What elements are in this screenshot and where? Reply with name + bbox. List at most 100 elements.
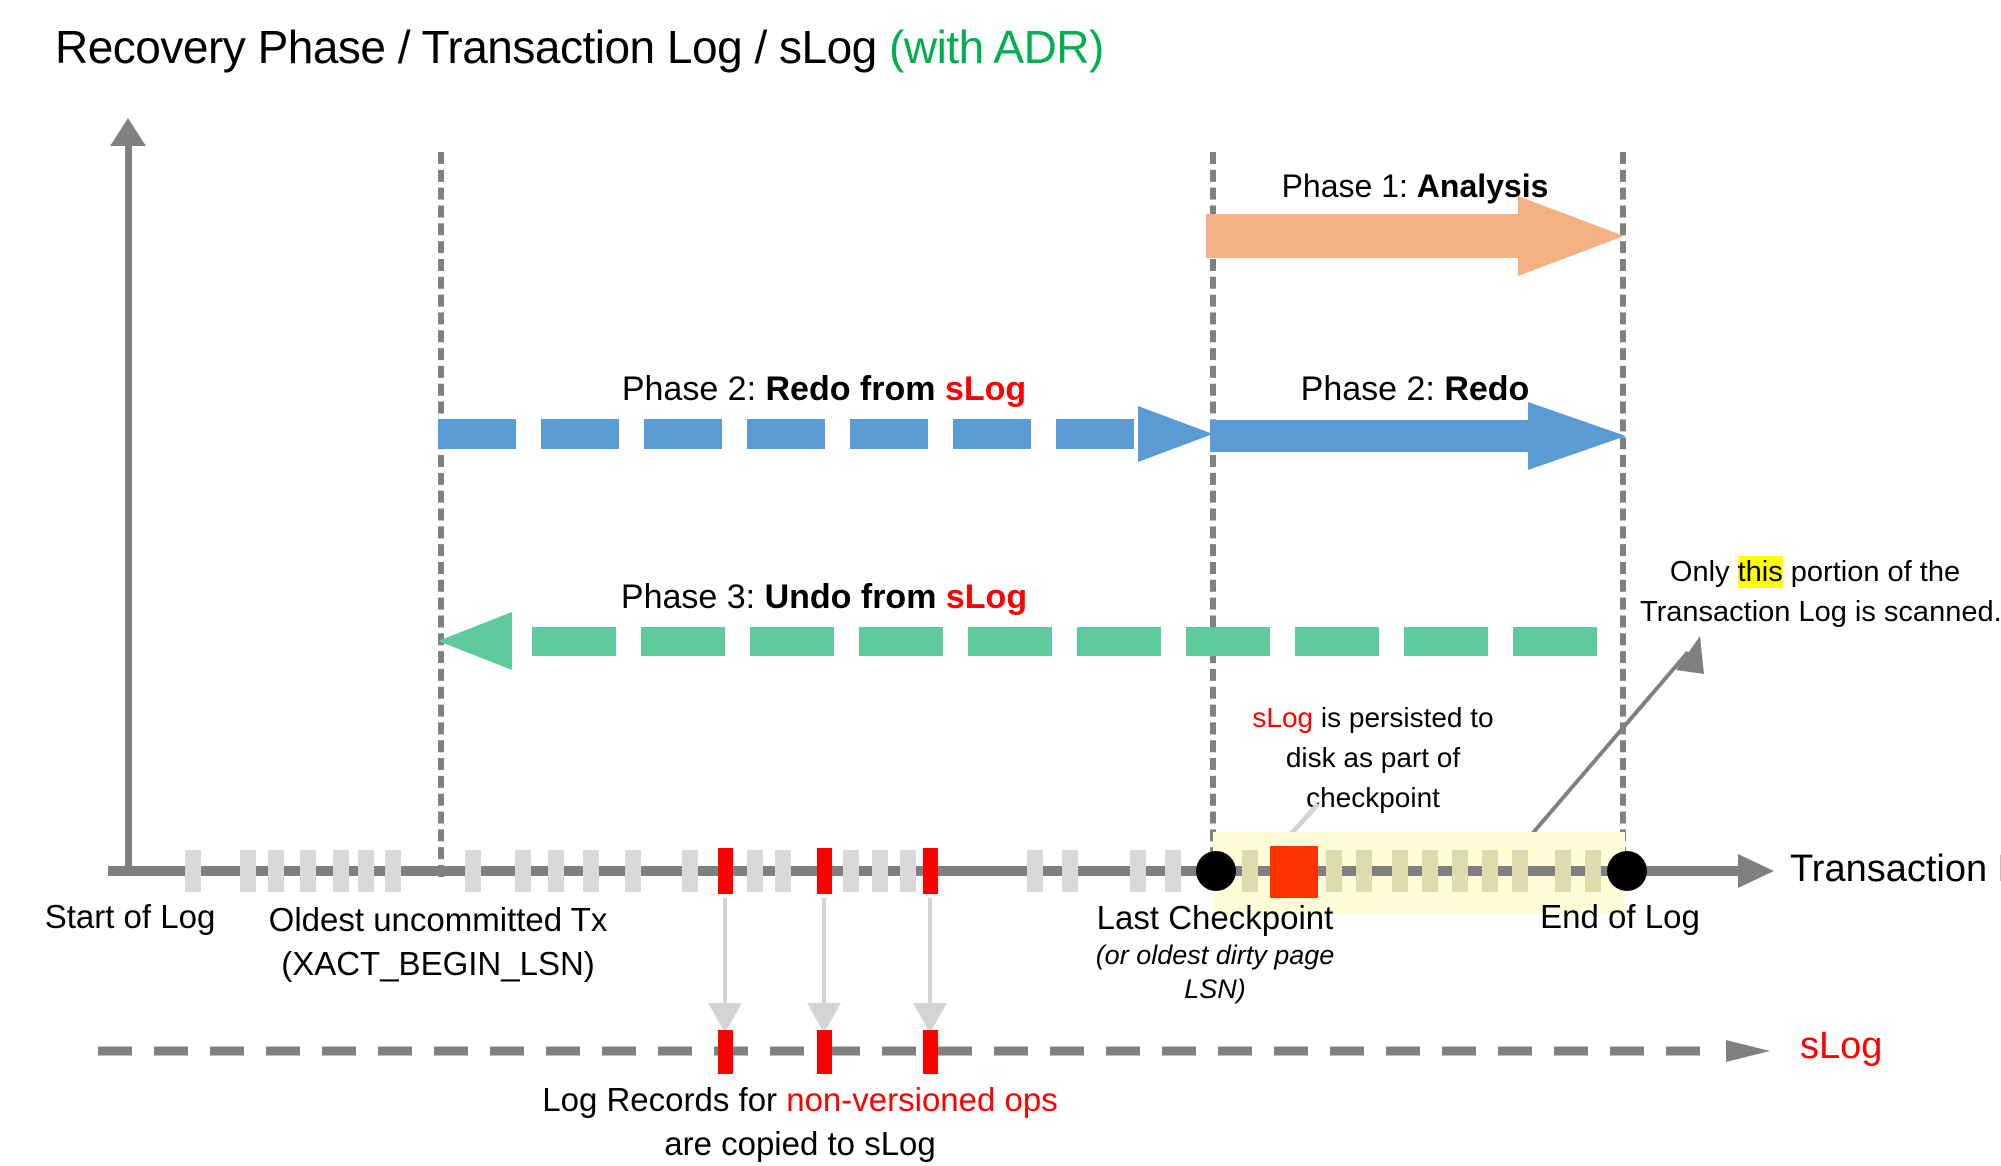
page-title: Recovery Phase / Transaction Log / sLog … [55,20,1104,74]
oldest-uncommitted-line1: Oldest uncommitted Tx [268,901,608,938]
scanned-line1-pre: Only [1669,556,1738,588]
guide-end-of-log [1620,152,1626,877]
end-of-log-marker [1607,851,1647,891]
slog-persist-accent: sLog [1252,702,1314,733]
log-record [548,850,564,892]
log-record [872,850,888,892]
log-record [185,850,201,892]
phase3-prefix: Phase 3: [620,578,765,616]
copied-line2: are copied to sLog [664,1125,936,1162]
log-record [775,850,791,892]
log-record [268,850,284,892]
last-checkpoint-title: Last Checkpoint [1096,899,1334,936]
phase3-undo-from-slog-arrow [438,612,1597,670]
slog-persist-line2: disk as part of [1285,742,1461,773]
log-record [1512,850,1528,892]
phase2-redo-label: Phase 2: Redo [1210,370,1620,409]
log-record [1356,850,1372,892]
log-record [1585,850,1601,892]
log-record [333,850,349,892]
copied-line1-pre: Log Records for [542,1081,787,1118]
guide-last-checkpoint [1210,152,1216,877]
log-record [1555,850,1571,892]
slog-record [923,1030,938,1074]
scanned-line1-post: portion of the [1782,556,1961,588]
y-axis-line [125,130,132,875]
log-record [1392,850,1408,892]
log-record [1326,850,1342,892]
log-record [1482,850,1498,892]
slog-axis [98,1040,1770,1062]
phase2-slog-accent: sLog [944,370,1027,408]
phase1-analysis-label: Phase 1: Analysis [1210,168,1620,205]
scanned-line2: Transaction Log is scanned. [1640,596,2001,628]
phase2-prefix: Phase 2: [1300,370,1445,408]
log-record [682,850,698,892]
scanned-portion-leader-arrow [1506,636,1704,864]
log-record [358,850,374,892]
guide-oldest-uncommitted-tx [438,152,444,877]
scanned-line1-highlight: this [1737,556,1783,588]
slog-persist-line3: checkpoint [1306,782,1440,813]
non-versioned-log-record [718,848,733,894]
phase2-slog-prefix: Phase 2: [621,370,766,408]
copy-connector-arrowhead-icon [807,1003,841,1033]
copied-to-slog-caption: Log Records for non-versioned ops are co… [540,1078,1060,1166]
phase2-redo-from-slog-arrow [438,406,1213,462]
phase1-name: Analysis [1416,168,1549,204]
non-versioned-log-record [817,848,832,894]
y-axis-arrowhead-icon [110,118,146,146]
transaction-log-arrowhead-icon [1738,854,1774,888]
phase2-redo-arrow [1210,402,1626,470]
log-record [385,850,401,892]
last-checkpoint-label: Last Checkpoint (or oldest dirty page LS… [1060,898,1370,1006]
oldest-uncommitted-tx-label: Oldest uncommitted Tx (XACT_BEGIN_LSN) [258,898,618,986]
log-record [1130,850,1146,892]
log-record [1062,850,1078,892]
phase1-prefix: Phase 1: [1281,168,1417,204]
copy-connector-line [928,898,932,1008]
last-checkpoint-marker [1196,851,1236,891]
copy-connector-arrowhead-icon [708,1003,742,1033]
log-record [1452,850,1468,892]
slog-axis-label: sLog [1800,1025,1883,1067]
checkpoint-slog-record [1270,846,1318,898]
transaction-log-axis-label: Transaction Log [1790,848,2001,890]
phase2-redo-from-slog-label: Phase 2: Redo from sLog [438,370,1210,409]
log-record [1422,850,1438,892]
log-record [1242,850,1258,892]
copied-line1-accent: non-versioned ops [786,1081,1058,1118]
phase3-name: Undo from [764,578,946,616]
phase1-analysis-arrow [1206,196,1624,276]
last-checkpoint-sub2: LSN) [1184,974,1246,1004]
log-record [583,850,599,892]
oldest-uncommitted-line2: (XACT_BEGIN_LSN) [281,945,595,982]
log-record [515,850,531,892]
page-title-adr: (with ADR) [889,21,1104,73]
phase2-slog-name: Redo from [765,370,945,408]
log-record [240,850,256,892]
copy-connector-line [822,898,826,1008]
page-title-main: Recovery Phase / Transaction Log / sLog [55,21,890,73]
slog-record [817,1030,832,1074]
log-record [843,850,859,892]
scanned-portion-annotation: Only this portion of the Transaction Log… [1640,552,2001,632]
end-of-log-label: End of Log [1540,898,1700,935]
slog-record [718,1030,733,1074]
slog-persist-line1: is persisted to [1313,702,1494,733]
log-record [465,850,481,892]
log-record [625,850,641,892]
log-record [300,850,316,892]
slog-persist-annotation: sLog is persisted to disk as part of che… [1228,698,1518,818]
non-versioned-log-record [923,848,938,894]
log-record [1027,850,1043,892]
log-record [900,850,916,892]
phase3-undo-from-slog-label: Phase 3: Undo from sLog [438,578,1210,617]
phase2-name: Redo [1444,370,1530,408]
copy-connector-arrowhead-icon [913,1003,947,1033]
last-checkpoint-sub1: (or oldest dirty page [1095,940,1335,970]
start-of-log-label: Start of Log [44,898,216,935]
log-record [747,850,763,892]
phase3-accent: sLog [945,578,1028,616]
log-record [1165,850,1181,892]
